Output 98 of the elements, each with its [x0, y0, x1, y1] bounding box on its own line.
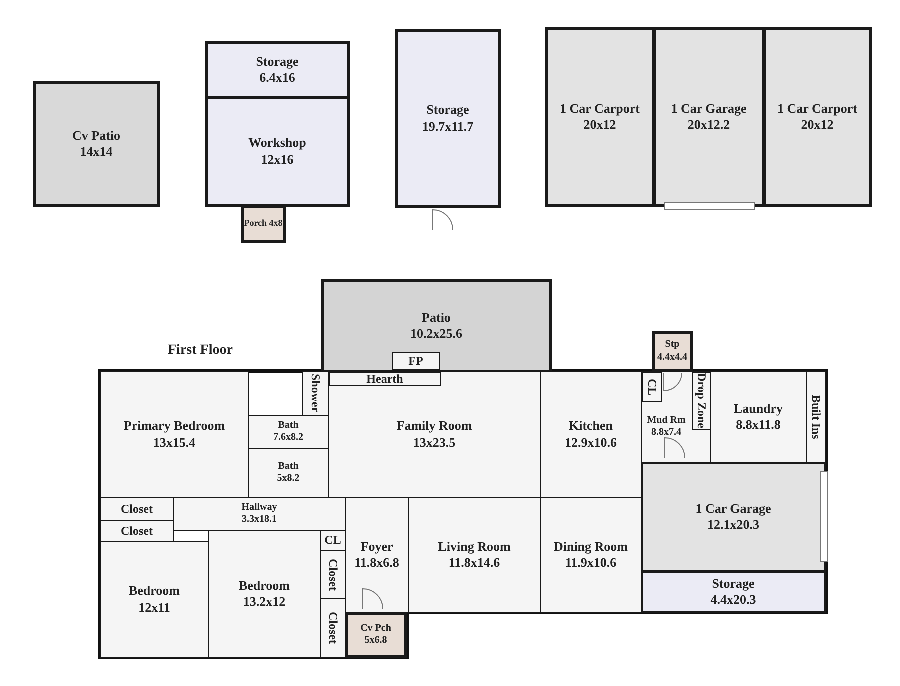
room-label: FP — [408, 354, 424, 368]
room-label: Porch 4x8 — [244, 218, 283, 230]
room-label: Patio — [422, 310, 451, 326]
room — [248, 415, 329, 449]
room-label: Foyer — [360, 538, 394, 555]
closet — [302, 371, 329, 416]
room — [653, 27, 765, 207]
room-dimensions: 12x16 — [261, 152, 294, 168]
room — [540, 497, 642, 613]
room — [208, 530, 321, 658]
room-dimensions: 13.2x12 — [243, 594, 286, 610]
room-label: Hallway — [242, 502, 278, 514]
room — [395, 29, 501, 208]
room-label: Drop Zone — [694, 373, 709, 429]
room-label: Mud Rm — [647, 414, 686, 427]
room-label: CL — [644, 378, 660, 396]
room-label: 1 Car Carport — [560, 100, 640, 117]
room-label: Kitchen — [568, 418, 614, 434]
room-dimensions: 12x11 — [138, 600, 170, 616]
room — [321, 279, 552, 373]
closet — [100, 497, 174, 521]
room — [641, 371, 711, 463]
floor-title: First Floor — [168, 342, 233, 360]
room-label: Family Room — [396, 418, 472, 434]
room-label: Built Ins — [808, 394, 824, 440]
room-label: 1 Car Garage — [671, 100, 747, 117]
room-label: Stp — [665, 339, 680, 352]
closet — [806, 371, 826, 463]
room-dimensions: 11.8x6.8 — [354, 555, 400, 572]
room-label: Hearth — [366, 372, 404, 386]
room-dimensions: 14x14 — [80, 144, 113, 160]
room — [248, 448, 329, 498]
room-label: Closet — [121, 524, 153, 538]
closet — [329, 372, 441, 386]
room-dimensions: 11.9x10.6 — [565, 555, 617, 572]
room-label: Dining Room — [554, 538, 628, 555]
room — [100, 371, 249, 498]
room — [100, 541, 209, 658]
room — [173, 497, 346, 531]
room-dimensions: 8.8x7.4 — [652, 427, 682, 440]
room — [241, 205, 286, 243]
room-label: Living Room — [438, 538, 511, 555]
room-dimensions: 7.6x8.2 — [274, 432, 304, 444]
room — [408, 497, 541, 613]
room — [641, 462, 826, 572]
room — [652, 331, 693, 372]
room-label: 1 Car Garage — [696, 500, 772, 517]
room — [545, 27, 655, 207]
room — [763, 27, 872, 207]
room-label: Primary Bedroom — [124, 418, 226, 434]
room-dimensions: 20x12.2 — [688, 117, 730, 134]
room — [345, 497, 409, 613]
room — [33, 81, 160, 207]
room — [641, 571, 826, 613]
room — [540, 371, 642, 498]
closet — [392, 352, 440, 370]
room-label: 1 Car Carport — [778, 100, 858, 117]
room-dimensions: 3.3x18.1 — [242, 514, 277, 526]
room-label: Cv Pch — [360, 622, 392, 635]
room-label: Closet — [121, 502, 153, 516]
room-label: Closet — [326, 612, 340, 644]
room-label: Storage — [712, 576, 755, 592]
room-label: Laundry — [734, 400, 784, 417]
room-label: Bedroom — [238, 578, 290, 594]
closet — [642, 372, 662, 402]
room-label: Storage — [426, 102, 470, 118]
room-dimensions: 6.4x16 — [260, 70, 296, 86]
room — [345, 612, 407, 658]
room-label: Bath — [278, 420, 299, 432]
room — [710, 371, 807, 463]
room-dimensions: 20x12 — [584, 117, 616, 134]
room-dimensions: 12.9x10.6 — [565, 434, 617, 451]
room-dimensions: 5x6.8 — [364, 635, 388, 648]
room-label: Closet — [326, 558, 340, 590]
room-dimensions: 10.2x25.6 — [410, 326, 462, 342]
closet — [320, 598, 346, 658]
room-dimensions: 8.8x11.8 — [736, 417, 781, 434]
room-dimensions: 4.4x20.3 — [710, 592, 756, 608]
room-label: Shower — [308, 374, 323, 413]
room-dimensions: 19.7x11.7 — [422, 118, 474, 135]
closet — [320, 550, 346, 599]
room-dimensions: 4.4x4.4 — [658, 352, 688, 364]
room-dimensions: 13x23.5 — [413, 434, 456, 451]
room-dimensions: 13x15.4 — [153, 434, 196, 451]
room-label: CL — [324, 533, 342, 548]
room — [205, 96, 350, 207]
room-label: Bedroom — [128, 583, 180, 600]
room-label: Workshop — [248, 135, 306, 152]
room-label: Storage — [256, 54, 299, 70]
room — [205, 41, 350, 99]
room-label: Cv Patio — [72, 128, 121, 144]
room-dimensions: 11.8x14.6 — [448, 555, 500, 572]
room-dimensions: 12.1x20.3 — [708, 517, 760, 534]
closet — [100, 520, 174, 542]
room-dimensions: 5x8.2 — [277, 473, 300, 486]
room-dimensions: 20x12 — [801, 117, 834, 134]
room — [328, 371, 541, 498]
room-label: Bath — [278, 460, 299, 473]
